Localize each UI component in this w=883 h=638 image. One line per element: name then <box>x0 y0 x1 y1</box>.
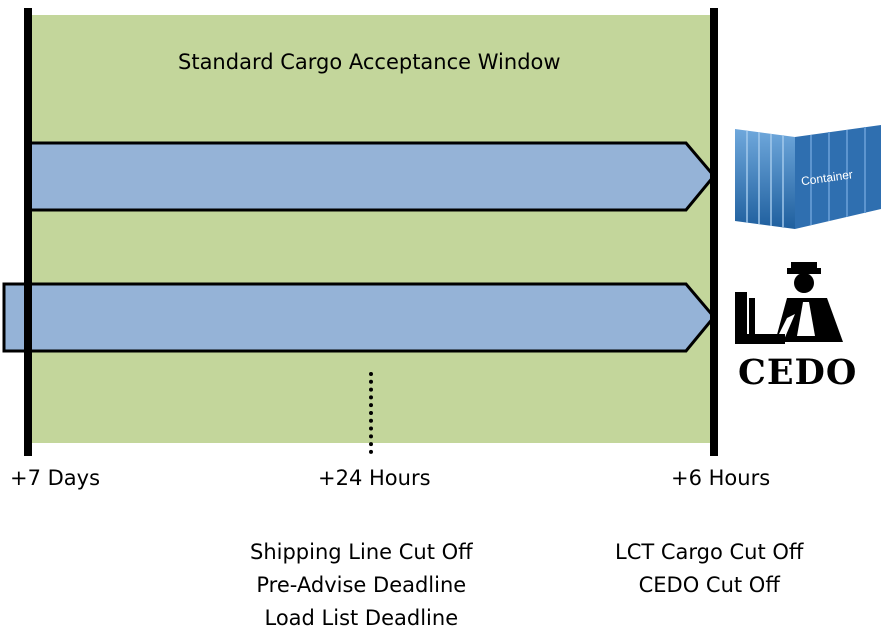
start-label: +7 Days <box>10 466 101 490</box>
window-title: Standard Cargo Acceptance Window <box>178 50 561 74</box>
customs-officer-icon <box>735 262 843 344</box>
cedo-arrow <box>2 282 716 353</box>
note-pre-advise-deadline: Pre-Advise Deadline <box>256 573 467 597</box>
end-marker-line <box>710 8 718 456</box>
note-lct-cargo-cut-off: LCT Cargo Cut Off <box>615 540 804 564</box>
end-notes: LCT Cargo Cut Off CEDO Cut Off <box>615 536 803 602</box>
middle-marker-dotted-line <box>369 372 373 454</box>
note-cedo-cut-off: CEDO Cut Off <box>638 573 780 597</box>
note-load-list-deadline: Load List Deadline <box>264 606 459 630</box>
start-marker-line <box>24 8 32 456</box>
note-shipping-line-cut-off: Shipping Line Cut Off <box>250 540 473 564</box>
middle-label: +24 Hours <box>318 466 431 490</box>
shipping-container-icon: Container <box>735 125 881 229</box>
container-arrow <box>26 141 716 212</box>
middle-notes: Shipping Line Cut Off Pre-Advise Deadlin… <box>250 536 473 635</box>
cedo-icon-label: CEDO <box>738 352 858 393</box>
acceptance-window: Standard Cargo Acceptance Window <box>28 15 714 443</box>
end-label: +6 Hours <box>671 466 771 490</box>
